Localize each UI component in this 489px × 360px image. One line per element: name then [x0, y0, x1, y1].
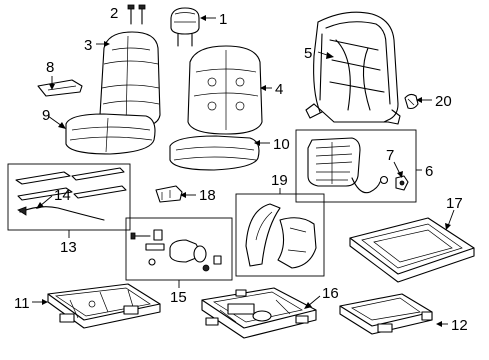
- callout-14: 14: [54, 187, 71, 204]
- callout-10: 10: [273, 136, 290, 153]
- side-shield-outer: [245, 203, 281, 267]
- seatback-cover: [99, 31, 161, 129]
- lumbar-group-box: [295, 129, 417, 203]
- callout-3: 3: [84, 37, 92, 54]
- screw-pair: [127, 4, 146, 25]
- seat-track-rails: [15, 167, 127, 201]
- callout-13: 13: [60, 239, 77, 256]
- callout-4: 4: [275, 81, 283, 98]
- seatback-foam: [187, 45, 263, 135]
- motor-kit-parts: [130, 229, 222, 272]
- cushion-pan: [349, 217, 475, 283]
- callout-1: 1: [219, 11, 227, 28]
- callout-5: 5: [304, 45, 312, 62]
- power-seat-frame: [201, 287, 317, 339]
- lumbar-support: [307, 137, 389, 194]
- seat-base-frame-left: [47, 283, 161, 329]
- adjuster-cable: [17, 206, 105, 221]
- lumbar-motor: [395, 175, 409, 191]
- callout-6: 6: [425, 163, 433, 180]
- side-bracket: [37, 79, 83, 97]
- callout-20: 20: [435, 93, 452, 110]
- cushion-cover: [65, 113, 156, 155]
- callout-2: 2: [110, 5, 118, 22]
- recliner-knob: [404, 93, 419, 110]
- callout-18: 18: [199, 187, 216, 204]
- trim-clip: [155, 185, 183, 203]
- side-shield-inner: [277, 217, 317, 269]
- callout-12: 12: [451, 317, 468, 334]
- seat-base-frame-right: [339, 293, 433, 335]
- cushion-foam: [169, 135, 260, 171]
- callout-8: 8: [46, 59, 54, 76]
- callout-19: 19: [271, 172, 288, 189]
- callout-numbers: 1 2 3 4 5 6 7 8 9 10 11 12 13 14 15 16 1…: [14, 5, 468, 334]
- seatback-frame: [305, 11, 401, 125]
- callout-9: 9: [42, 107, 50, 124]
- headrest: [170, 7, 200, 47]
- callout-15: 15: [170, 289, 187, 306]
- callout-11: 11: [14, 295, 30, 312]
- callout-16: 16: [322, 285, 339, 302]
- callout-7: 7: [386, 147, 394, 164]
- callout-17: 17: [446, 195, 463, 212]
- leader-lines: [32, 15, 455, 327]
